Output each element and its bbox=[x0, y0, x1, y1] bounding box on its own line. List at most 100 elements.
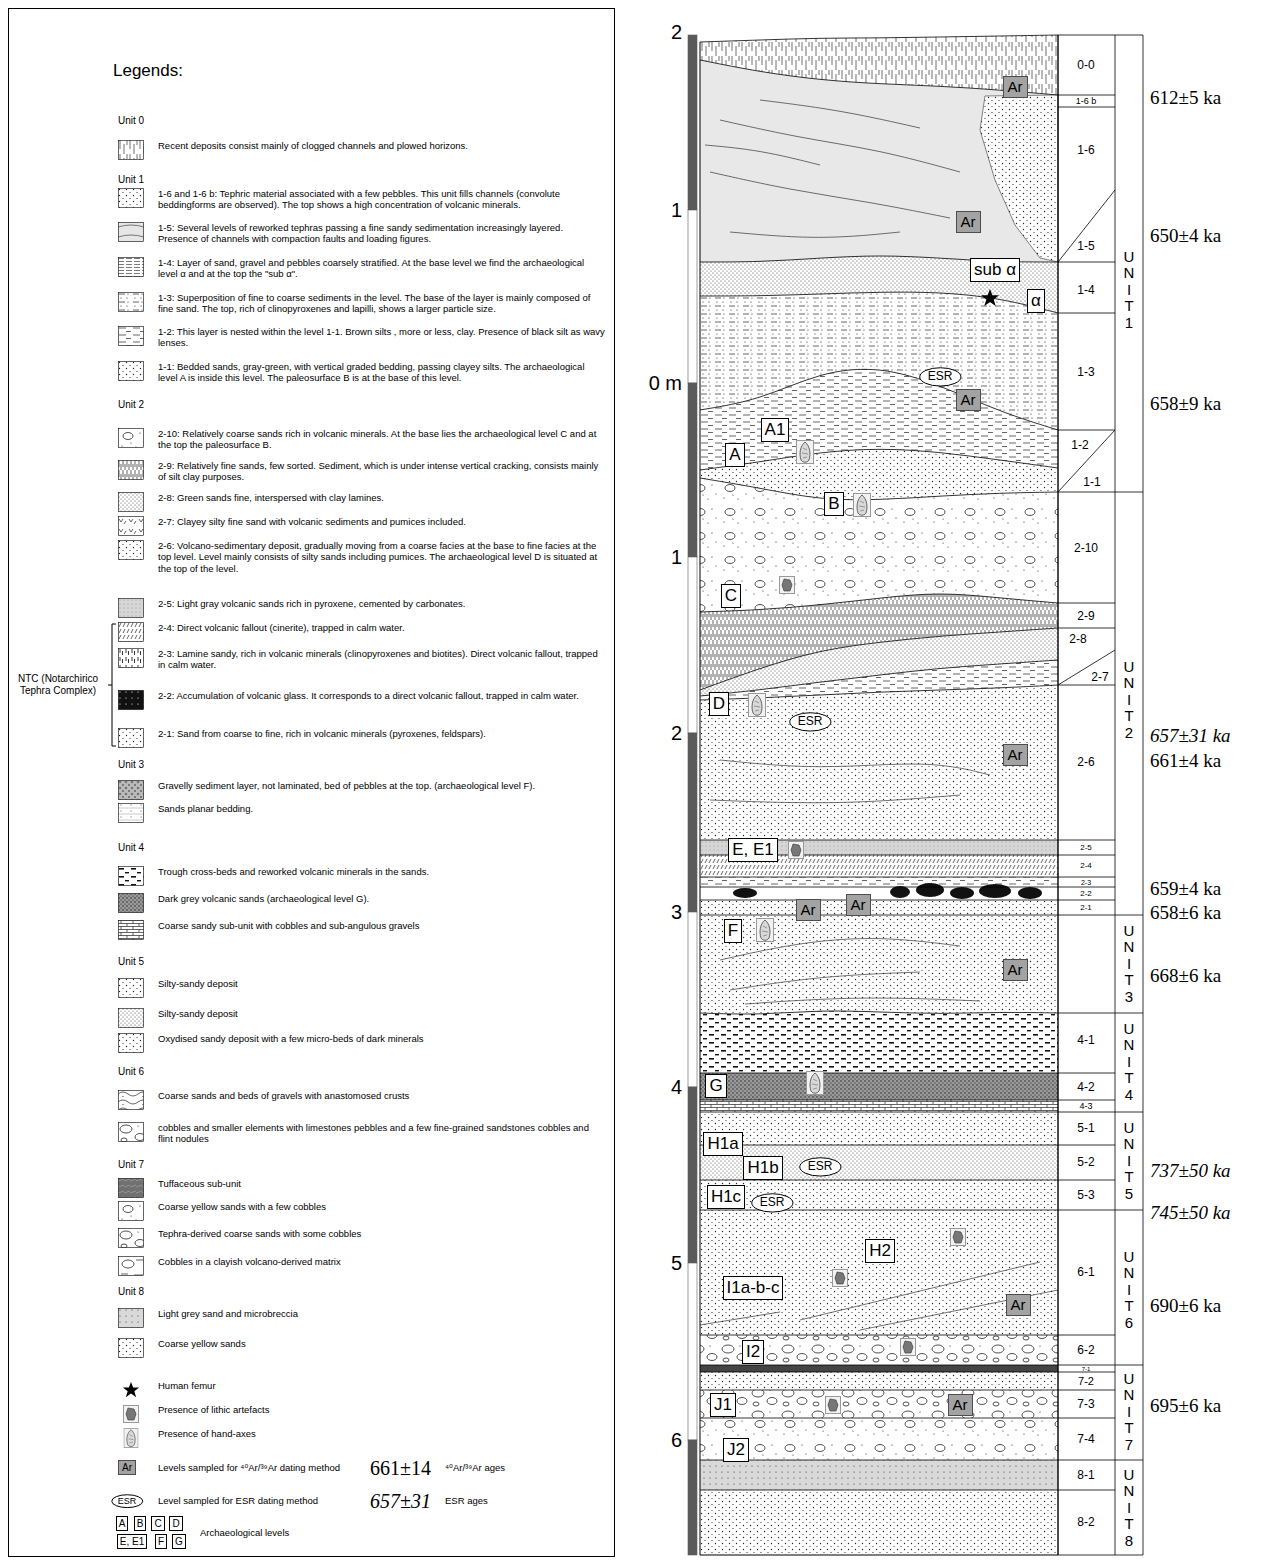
scale-number: 2 bbox=[671, 723, 682, 743]
find-symbol bbox=[981, 289, 999, 306]
legend-text: Tephra-derived coarse sands with some co… bbox=[158, 1228, 605, 1239]
column-outline bbox=[700, 35, 1058, 1555]
legend-entry: 2-4: Direct volcanic fallout (cinerite),… bbox=[118, 622, 605, 642]
layer-boundary bbox=[700, 1073, 1058, 1074]
table-rule bbox=[1115, 915, 1143, 916]
legend-entry: Tuffaceous sub-unit bbox=[118, 1178, 605, 1198]
bedding-line bbox=[705, 145, 820, 165]
pattern-sample bbox=[119, 1034, 144, 1053]
swatch-graphic bbox=[118, 1008, 144, 1028]
swatch-graphic bbox=[118, 1380, 144, 1400]
layer-boundary bbox=[700, 877, 1058, 878]
legend-swatch bbox=[118, 1428, 144, 1448]
unit-heading: Unit 8 bbox=[118, 1287, 144, 1297]
bedding-line bbox=[710, 172, 950, 218]
legend-swatch bbox=[118, 622, 144, 642]
legend-text: Coarse sands and beds of gravels with an… bbox=[158, 1090, 605, 1101]
archaeological-level-box: E, E1 bbox=[117, 1534, 147, 1550]
legend-entry: Human femur bbox=[118, 1380, 605, 1400]
layer-boundary bbox=[700, 449, 1058, 470]
legend-icon bbox=[123, 1382, 139, 1397]
pattern-sample bbox=[119, 461, 144, 480]
legend-text: 1-2: This layer is nested within the lev… bbox=[158, 326, 605, 349]
archaeological-level-box: A bbox=[116, 1516, 129, 1532]
legend-entry: Oxydised sandy deposit with a few micro-… bbox=[118, 1033, 605, 1053]
find-symbol bbox=[807, 1072, 824, 1095]
legend-swatch bbox=[118, 492, 144, 512]
legend-entry: 1-1: Bedded sands, gray-green, with vert… bbox=[118, 361, 605, 384]
volcanic-glass bbox=[916, 883, 944, 897]
legend-entry: 1-2: This layer is nested within the lev… bbox=[118, 326, 605, 349]
legend-text: Coarse sandy sub-unit with cobbles and s… bbox=[158, 920, 605, 931]
swatch-graphic bbox=[118, 803, 144, 823]
layer-boundary bbox=[700, 35, 1058, 42]
legend-text: Presence of hand-axes bbox=[158, 1428, 605, 1439]
sediment-layer bbox=[700, 1100, 1058, 1112]
table-rule bbox=[1058, 628, 1115, 629]
age-label: 659±4 ka bbox=[1150, 879, 1221, 898]
layer-number: 7-1 bbox=[1082, 1366, 1091, 1372]
unit-heading: Unit 7 bbox=[118, 1160, 144, 1170]
table-rule bbox=[1058, 1100, 1115, 1101]
node-text: A bbox=[119, 1518, 126, 1530]
layer-boundary bbox=[700, 594, 1058, 612]
layer-boundary bbox=[700, 660, 1058, 696]
find-symbol bbox=[826, 1397, 841, 1414]
layer-number: 2-2 bbox=[1080, 890, 1092, 898]
argon-sample-box: Ar bbox=[1003, 959, 1028, 980]
legend-swatch bbox=[118, 326, 144, 346]
legend-swatch bbox=[118, 1033, 144, 1053]
node-text: Ar bbox=[953, 1396, 968, 1413]
layer-boundary bbox=[700, 900, 1058, 901]
unit-label: UNIT 8 bbox=[1123, 1467, 1135, 1550]
swatch-graphic bbox=[118, 326, 144, 346]
legend-text: Oxydised sandy deposit with a few micro-… bbox=[158, 1033, 605, 1044]
scale-segment bbox=[688, 1263, 697, 1440]
argon-sample-box: Ar bbox=[1006, 1294, 1031, 1315]
archaeological-level-box: B bbox=[824, 492, 843, 516]
table-rule bbox=[1115, 1112, 1143, 1113]
legend-entry: 2-7: Clayey silty fine sand with volcani… bbox=[118, 516, 605, 536]
node-text: Ar bbox=[122, 1462, 132, 1474]
swatch-graphic bbox=[118, 1308, 144, 1328]
scale-number: 1 bbox=[671, 200, 682, 220]
legend-entry: Tephra-derived coarse sands with some co… bbox=[118, 1228, 605, 1248]
legend-entry: Recent deposits consist mainly of clogge… bbox=[118, 140, 605, 160]
legend-swatch bbox=[118, 1256, 144, 1276]
swatch-graphic bbox=[118, 140, 144, 160]
layer-number: 6-1 bbox=[1077, 1266, 1094, 1278]
legend-text: Level sampled for ESR dating method bbox=[158, 1495, 363, 1506]
archaeological-level-box: C bbox=[151, 1516, 164, 1532]
layer-number: 1-6 bbox=[1077, 144, 1094, 156]
legend-text: Cobbles in a clayish volcano-derived mat… bbox=[158, 1256, 605, 1267]
archaeological-level-box: I1a-b-c bbox=[723, 1276, 784, 1300]
legend-panel: Legends:ArESRABCDE, E1FGRecent deposits … bbox=[8, 8, 615, 1557]
argon-sample-box: Ar bbox=[948, 1394, 973, 1415]
bedding-line bbox=[860, 1290, 1058, 1330]
age-label: 657±31 ka bbox=[1150, 726, 1231, 745]
find-symbol bbox=[789, 842, 804, 859]
table-rule bbox=[1058, 877, 1115, 878]
legend-entry: Level sampled for ESR dating method bbox=[158, 1495, 363, 1506]
swatch-graphic bbox=[118, 690, 144, 710]
node-text: D bbox=[713, 694, 725, 714]
layer-boundary bbox=[700, 292, 1058, 313]
layer-boundary bbox=[700, 628, 1058, 690]
legend-icon bbox=[124, 1428, 138, 1447]
find-symbol bbox=[757, 919, 774, 942]
table-rule bbox=[1115, 35, 1116, 1555]
scale-segment bbox=[688, 912, 697, 1087]
legend-title: Legends: bbox=[113, 61, 183, 81]
unit-label: UNIT 6 bbox=[1123, 1249, 1135, 1332]
pattern-sample bbox=[119, 649, 144, 668]
unit-label: UNIT 7 bbox=[1123, 1371, 1135, 1454]
age-label: 658±6 ka bbox=[1150, 903, 1221, 922]
swatch-graphic bbox=[118, 1122, 144, 1142]
legend-swatch bbox=[118, 361, 144, 381]
legend-swatch bbox=[118, 1228, 144, 1248]
unit-heading: Unit 0 bbox=[118, 116, 144, 126]
find-symbol bbox=[780, 577, 795, 594]
bedding-line bbox=[745, 998, 980, 1004]
node-text: H2 bbox=[869, 1241, 891, 1261]
swatch-graphic bbox=[118, 540, 144, 560]
